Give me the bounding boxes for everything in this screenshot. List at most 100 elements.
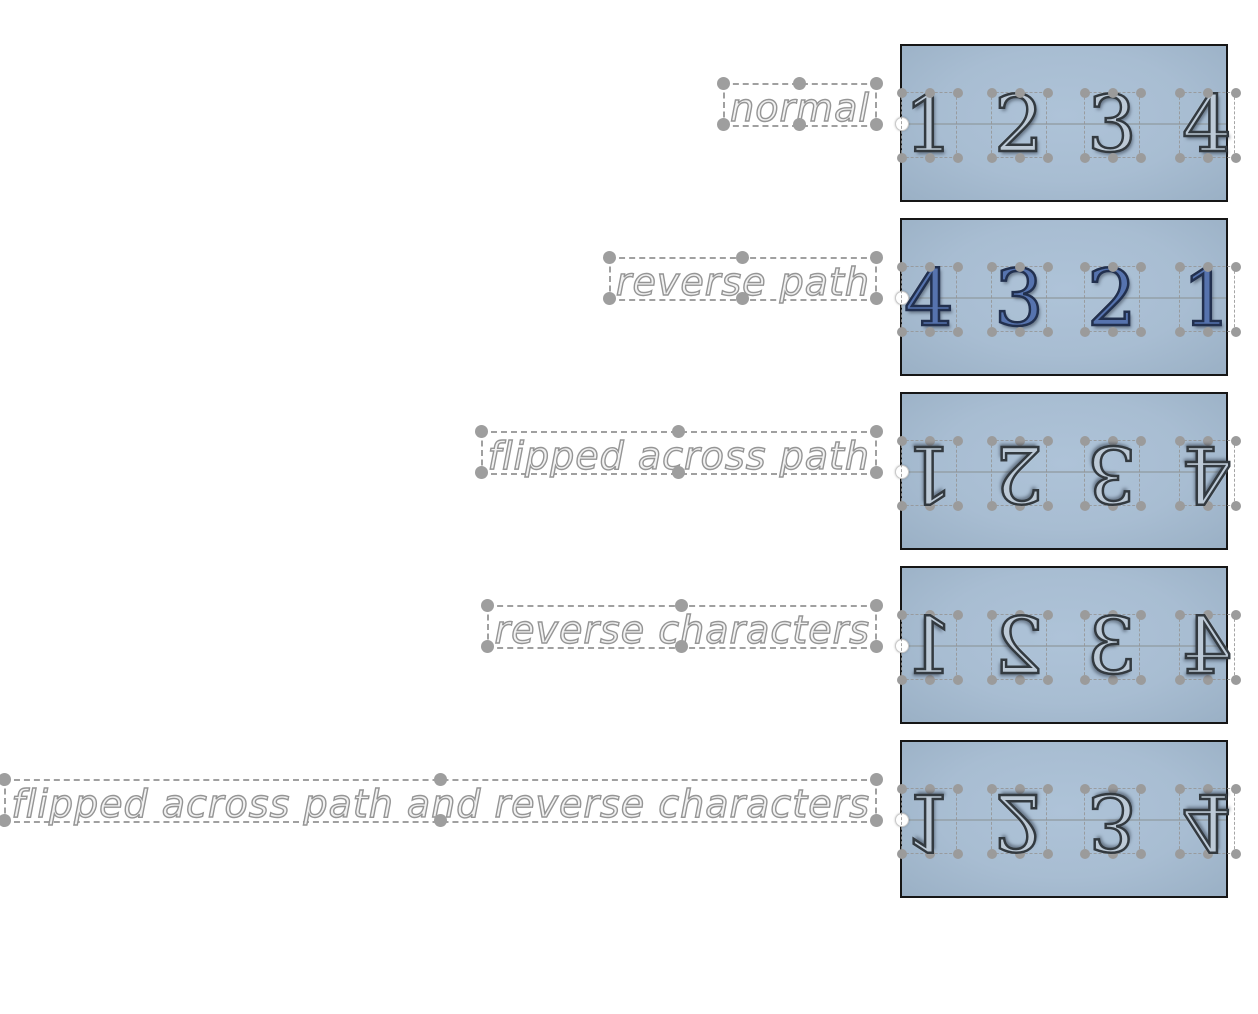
- grip-points[interactable]: [897, 88, 907, 98]
- sketch-label-text: flipped across path and reverse characte…: [11, 781, 870, 826]
- grip-points[interactable]: [987, 88, 997, 98]
- sketch-label[interactable]: flipped across path and reverse characte…: [0, 773, 883, 827]
- sketch-label[interactable]: reverse path: [602, 251, 883, 305]
- path-start-point[interactable]: [895, 813, 909, 827]
- grip-point[interactable]: [671, 425, 685, 438]
- text-path-line[interactable]: [902, 645, 1226, 647]
- sketch-character-box[interactable]: 3: [1080, 601, 1140, 694]
- grip-point[interactable]: [793, 77, 807, 90]
- sketch-digit[interactable]: 1: [1181, 254, 1233, 344]
- grip-points[interactable]: [1175, 262, 1185, 272]
- sketch-character-box[interactable]: 4: [1175, 775, 1235, 868]
- grip-points[interactable]: [897, 262, 907, 272]
- sketch-label-text: normal: [729, 85, 870, 130]
- grip-point[interactable]: [735, 251, 749, 264]
- sketch-digit[interactable]: 1: [903, 775, 955, 868]
- grip-point[interactable]: [870, 599, 883, 612]
- sketch-character-box[interactable]: 4: [897, 254, 957, 344]
- sketch-label[interactable]: normal: [717, 77, 883, 131]
- grip-points[interactable]: [1175, 784, 1185, 794]
- text-path-line[interactable]: [902, 123, 1226, 125]
- sketch-character-box[interactable]: 3: [987, 254, 1047, 344]
- path-start-point[interactable]: [895, 465, 909, 479]
- path-start-point[interactable]: [895, 639, 909, 653]
- grip-points[interactable]: [1175, 610, 1185, 620]
- sketch-digit[interactable]: 3: [1086, 601, 1138, 694]
- sketch-digit[interactable]: 4: [1181, 80, 1233, 170]
- grip-point[interactable]: [433, 773, 447, 786]
- grip-points[interactable]: [987, 436, 997, 446]
- grip-points[interactable]: [897, 784, 907, 794]
- grip-point[interactable]: [717, 77, 731, 90]
- sketch-character-box[interactable]: 2: [987, 80, 1047, 170]
- sketch-digit[interactable]: 3: [1086, 775, 1138, 868]
- grip-points[interactable]: [1080, 784, 1090, 794]
- grip-points[interactable]: [1080, 436, 1090, 446]
- face-rectangle[interactable]: 1 2 3 4: [895, 44, 1235, 202]
- sketch-digit[interactable]: 4: [1181, 601, 1233, 694]
- sketch-digit[interactable]: 1: [903, 80, 955, 170]
- sketch-character-box[interactable]: 1: [897, 80, 957, 170]
- grip-point[interactable]: [474, 425, 488, 438]
- text-path-line[interactable]: [902, 819, 1226, 821]
- grip-points[interactable]: [1080, 88, 1090, 98]
- sketch-label-text: reverse path: [615, 259, 870, 304]
- sketch-character-box[interactable]: 2: [1080, 254, 1140, 344]
- grip-point[interactable]: [870, 773, 883, 786]
- sketch-character-box[interactable]: 3: [1080, 775, 1140, 868]
- grip-point[interactable]: [481, 599, 495, 612]
- grip-points[interactable]: [1080, 262, 1090, 272]
- sketch-digit[interactable]: 3: [1086, 427, 1138, 520]
- sketch-digit[interactable]: 4: [1181, 427, 1233, 520]
- sketch-character-box[interactable]: 1: [897, 775, 957, 868]
- sketch-character-box[interactable]: 1: [1175, 254, 1235, 344]
- sketch-character-box[interactable]: 1: [897, 601, 957, 694]
- sketch-character-box[interactable]: 3: [1080, 427, 1140, 520]
- sketch-digit[interactable]: 1: [903, 601, 955, 694]
- grip-point[interactable]: [870, 77, 883, 90]
- sketch-digit[interactable]: 2: [993, 427, 1045, 520]
- grip-points[interactable]: [1175, 88, 1185, 98]
- grip-point[interactable]: [0, 773, 12, 786]
- sketch-digit[interactable]: 3: [993, 254, 1045, 344]
- path-start-point[interactable]: [895, 291, 909, 305]
- sketch-digit[interactable]: 3: [1086, 80, 1138, 170]
- sketch-character-box[interactable]: 4: [1175, 80, 1235, 170]
- grip-points[interactable]: [897, 610, 907, 620]
- sketch-digit[interactable]: 4: [1181, 775, 1233, 868]
- sketch-label[interactable]: flipped across path: [474, 425, 883, 479]
- text-on-path-row-normal: normal 1 2 3 4: [0, 44, 1258, 202]
- sketch-digit[interactable]: 2: [1086, 254, 1138, 344]
- sketch-digit[interactable]: 2: [993, 80, 1045, 170]
- sketch-character-box[interactable]: 4: [1175, 427, 1235, 520]
- grip-points[interactable]: [1175, 436, 1185, 446]
- grip-points[interactable]: [987, 610, 997, 620]
- sketch-character-box[interactable]: 2: [987, 601, 1047, 694]
- grip-points[interactable]: [987, 784, 997, 794]
- sketch-character-box[interactable]: 1: [897, 427, 957, 520]
- sketch-digit[interactable]: 2: [993, 601, 1045, 694]
- grip-point[interactable]: [870, 425, 883, 438]
- text-path-line[interactable]: [902, 471, 1226, 473]
- sketch-digit[interactable]: 4: [903, 254, 955, 344]
- sketch-character-box[interactable]: 3: [1080, 80, 1140, 170]
- face-rectangle[interactable]: 1 2 3 4: [895, 740, 1235, 898]
- face-rectangle[interactable]: 4 3 2 1: [895, 218, 1235, 376]
- text-on-path-row-reverse-characters: reverse characters 1 2 3 4: [0, 566, 1258, 724]
- sketch-digit[interactable]: 2: [993, 775, 1045, 868]
- sketch-character-box[interactable]: 2: [987, 427, 1047, 520]
- grip-points[interactable]: [1080, 610, 1090, 620]
- face-rectangle[interactable]: 1 2 3 4: [895, 566, 1235, 724]
- grip-point[interactable]: [870, 251, 883, 264]
- sketch-character-box[interactable]: 4: [1175, 601, 1235, 694]
- sketch-digit[interactable]: 1: [903, 427, 955, 520]
- grip-points[interactable]: [987, 262, 997, 272]
- sketch-label[interactable]: reverse characters: [481, 599, 883, 653]
- path-start-point[interactable]: [895, 117, 909, 131]
- grip-point[interactable]: [602, 251, 616, 264]
- grip-points[interactable]: [897, 436, 907, 446]
- text-path-line[interactable]: [902, 297, 1226, 299]
- grip-point[interactable]: [675, 599, 689, 612]
- sketch-character-box[interactable]: 2: [987, 775, 1047, 868]
- face-rectangle[interactable]: 1 2 3 4: [895, 392, 1235, 550]
